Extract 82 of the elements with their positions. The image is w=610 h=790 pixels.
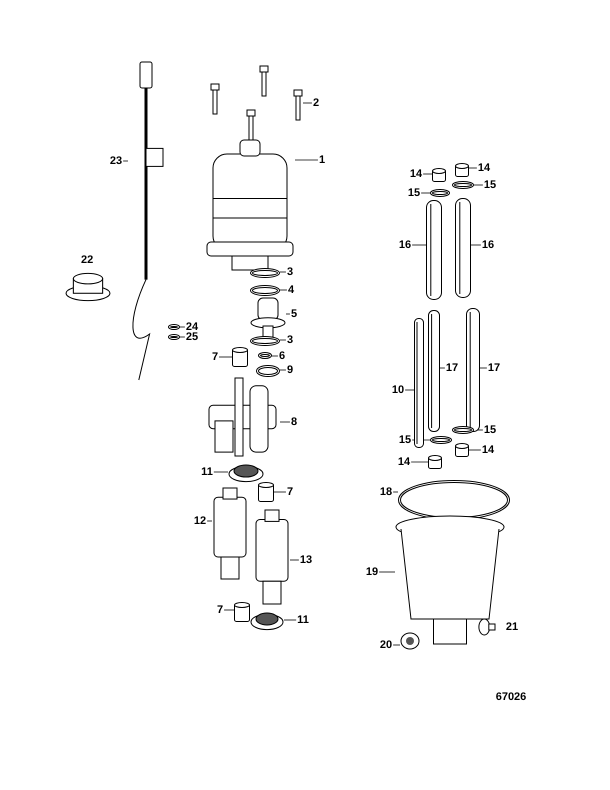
callout-number: 15 xyxy=(484,179,496,191)
callout-number: 22 xyxy=(81,254,94,266)
sleeve xyxy=(432,168,446,182)
leader-line xyxy=(180,336,186,338)
callout-number: 16 xyxy=(398,239,412,251)
leader-line xyxy=(412,244,426,246)
callout-number: 25 xyxy=(186,331,198,343)
callout-number: 3 xyxy=(286,334,294,346)
leader-line xyxy=(470,244,482,246)
callout-number: 8 xyxy=(290,416,298,428)
callout-number: 21 xyxy=(506,621,518,633)
callout-number: 14 xyxy=(398,456,410,468)
fuel-pump xyxy=(212,488,248,580)
sleeve xyxy=(455,443,469,457)
fuel-pump xyxy=(254,510,290,605)
callout-number: 16 xyxy=(482,239,494,251)
callout-number: 18 xyxy=(380,486,392,498)
sleeve xyxy=(234,602,250,622)
leader-line xyxy=(302,102,312,104)
leader-line xyxy=(474,184,484,186)
o-ring xyxy=(430,436,452,444)
callout-number: 5 xyxy=(290,308,298,320)
o-ring xyxy=(250,336,280,346)
callout-number: 4 xyxy=(288,284,294,296)
callout-number: 15 xyxy=(484,424,496,436)
callout-number: 11 xyxy=(297,614,309,626)
sleeve xyxy=(232,347,248,367)
callout-number: 14 xyxy=(478,162,490,174)
o-ring xyxy=(430,189,450,197)
callout-number: 1 xyxy=(318,154,326,166)
callout-number: 7 xyxy=(212,351,218,363)
sleeve xyxy=(428,455,442,469)
o-ring xyxy=(250,268,280,278)
seal xyxy=(250,610,284,630)
callout-number: 10 xyxy=(392,384,404,396)
callout-number: 20 xyxy=(380,639,392,651)
callout-number: 14 xyxy=(482,444,494,456)
figure-number: 67026 xyxy=(496,691,526,703)
callout-number: 24 xyxy=(186,321,198,333)
callout-number: 15 xyxy=(408,187,420,199)
screw xyxy=(293,90,303,120)
callout-number: 3 xyxy=(286,266,294,278)
tube xyxy=(466,308,480,432)
tube xyxy=(428,310,440,432)
tube xyxy=(455,198,471,298)
seal xyxy=(228,462,264,482)
callout-number: 14 xyxy=(410,168,422,180)
tube xyxy=(414,318,424,448)
o-ring xyxy=(452,181,474,189)
o-ring xyxy=(256,365,280,377)
callout-number: 17 xyxy=(488,362,500,374)
callout-number: 17 xyxy=(446,362,458,374)
plug xyxy=(478,618,496,636)
leader-line xyxy=(392,644,400,646)
callout-number: 2 xyxy=(312,97,320,109)
o-ring xyxy=(168,324,180,330)
leader-line xyxy=(180,326,186,328)
o-ring xyxy=(452,426,474,434)
pressure-regulator xyxy=(250,298,286,338)
callout-number: 7 xyxy=(286,486,294,498)
o-ring xyxy=(398,480,510,520)
callout-number: 15 xyxy=(398,434,412,446)
leader-line xyxy=(420,192,430,194)
o-ring xyxy=(250,285,280,296)
leader-line xyxy=(206,520,212,522)
leader-line xyxy=(218,356,232,358)
callout-number: 9 xyxy=(286,364,294,376)
callout-number: 7 xyxy=(216,604,224,616)
grommet xyxy=(400,632,420,650)
callout-number: 13 xyxy=(300,554,312,566)
o-ring xyxy=(168,334,180,340)
callout-number: 11 xyxy=(201,466,213,478)
o-ring xyxy=(258,352,272,359)
leader-line xyxy=(122,160,128,162)
callout-number: 19 xyxy=(366,566,378,578)
callout-number: 12 xyxy=(194,515,206,527)
tube xyxy=(426,200,442,300)
sleeve xyxy=(258,482,274,502)
callout-number: 6 xyxy=(278,350,286,362)
filter-bowl xyxy=(395,515,505,645)
callout-number: 23 xyxy=(110,155,122,167)
sleeve xyxy=(455,163,469,177)
